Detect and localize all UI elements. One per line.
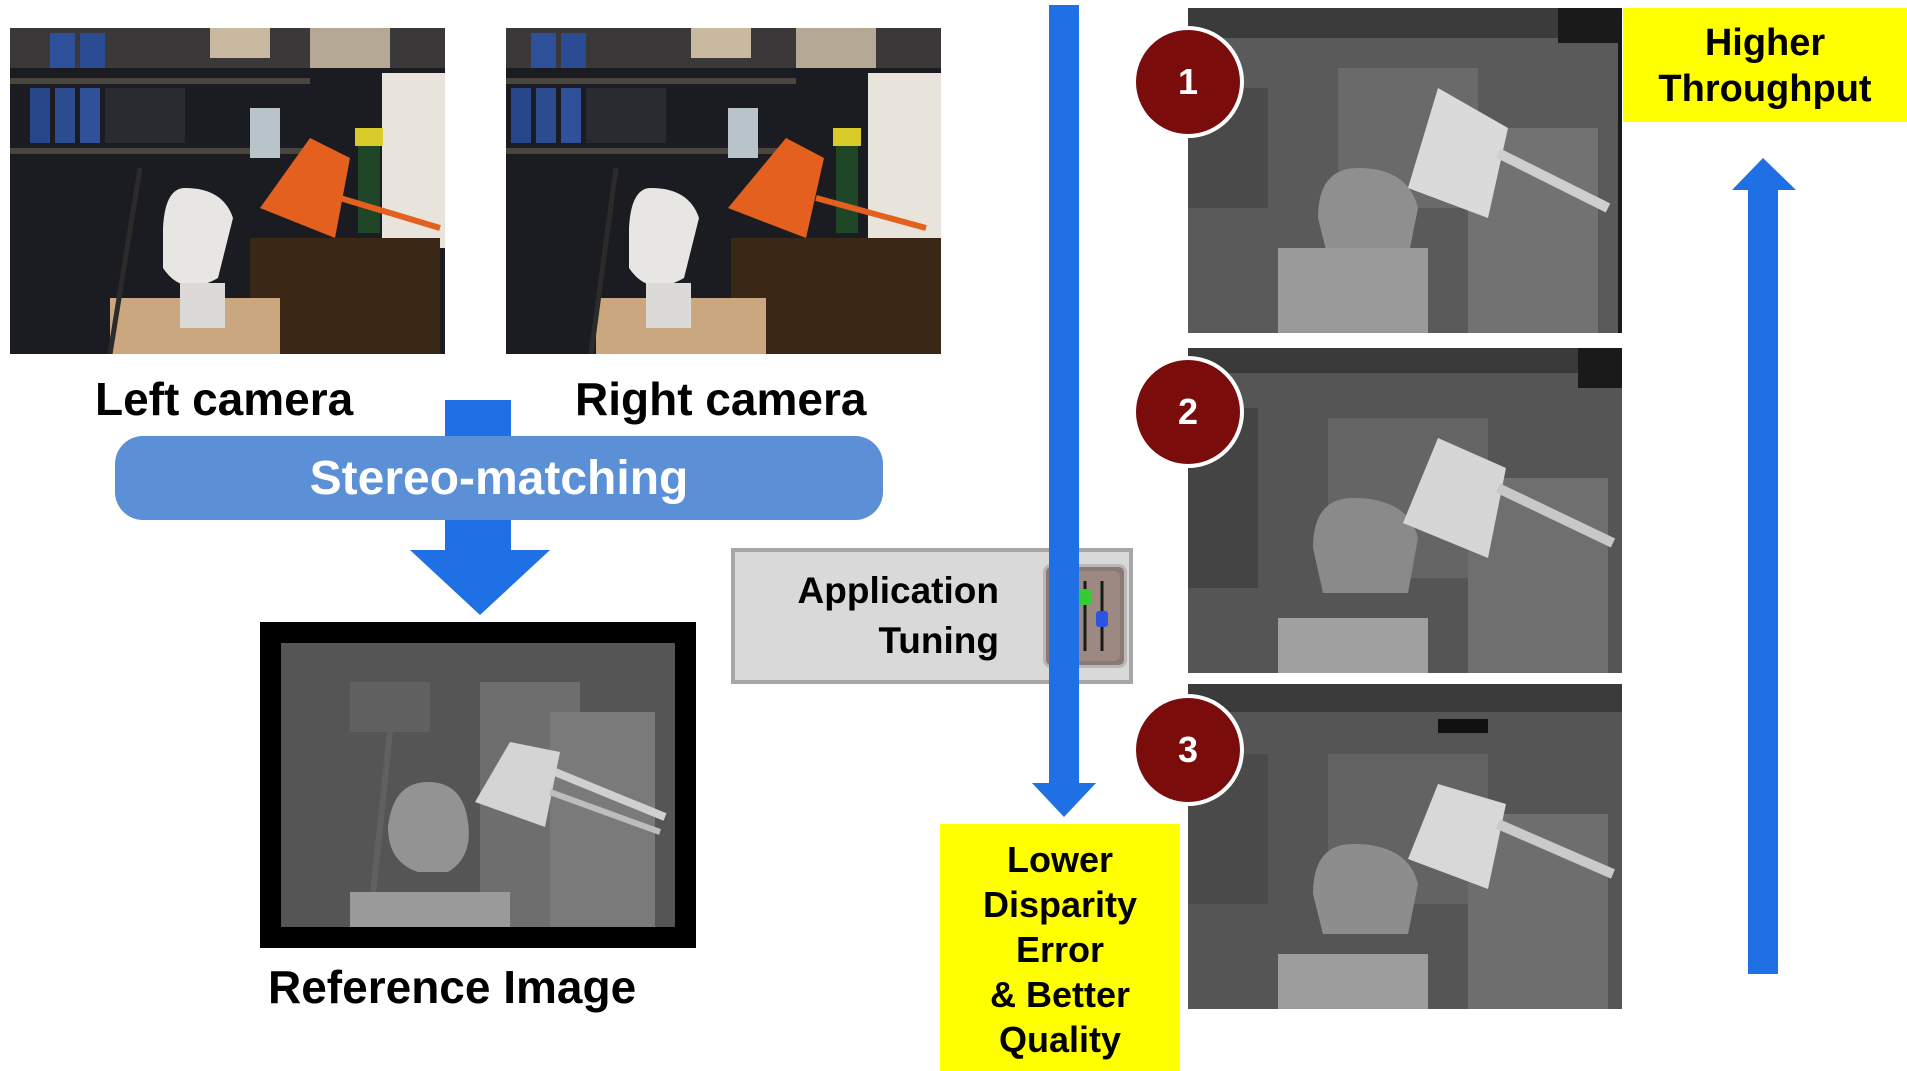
disparity-result-1	[1188, 8, 1622, 333]
throughput-line-2: Throughput	[1658, 68, 1872, 110]
stereo-matching-bar: Stereo-matching	[115, 436, 883, 520]
result-badge-3: 3	[1132, 694, 1244, 806]
reference-image-label: Reference Image	[268, 961, 637, 1013]
quality-down-arrow	[1032, 5, 1096, 817]
throughput-up-arrow	[1732, 158, 1796, 974]
disparity-result-2	[1188, 348, 1622, 673]
quality-line-2: Disparity	[982, 884, 1138, 925]
quality-line-5: Quality	[998, 1019, 1122, 1060]
reference-disparity-image	[260, 622, 696, 948]
quality-line-4: & Better	[989, 974, 1131, 1015]
result-badge-2: 2	[1132, 356, 1244, 468]
tuning-line-2: Tuning	[878, 620, 999, 661]
left-camera-image	[10, 28, 445, 354]
quality-line-1: Lower	[1006, 839, 1113, 880]
disparity-result-3	[1188, 684, 1622, 1009]
quality-line-3: Error	[1015, 929, 1105, 970]
tuning-line-1: Application	[797, 570, 999, 611]
left-camera-label: Left camera	[95, 373, 354, 425]
right-camera-image	[506, 28, 941, 354]
throughput-line-1: Higher	[1704, 22, 1826, 64]
quality-box: Lower Disparity Error & Better Quality	[940, 824, 1180, 1071]
result-badge-1: 1	[1132, 26, 1244, 138]
right-camera-label: Right camera	[575, 373, 867, 425]
higher-throughput-box: Higher Throughput	[1623, 8, 1907, 122]
